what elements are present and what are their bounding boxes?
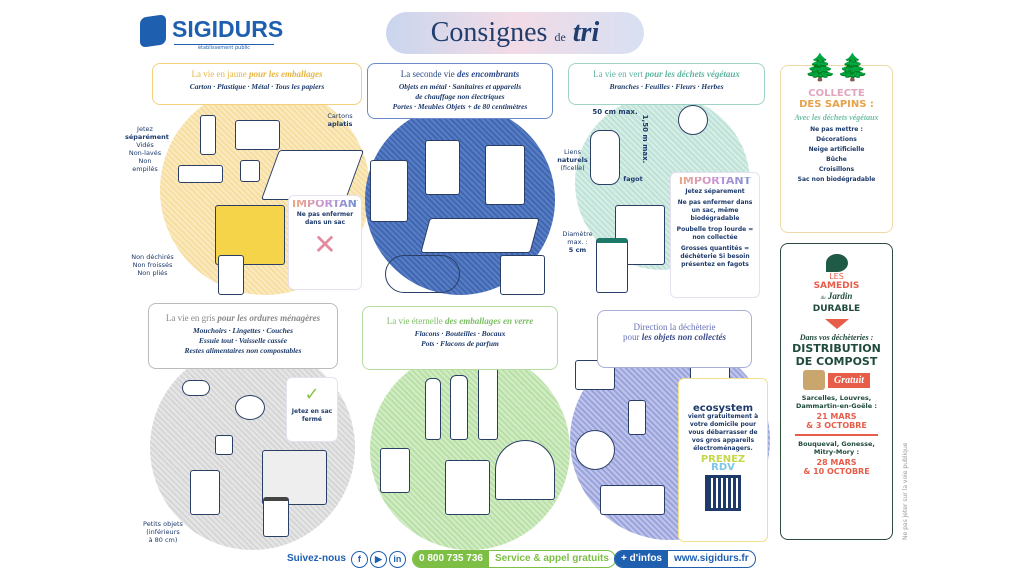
bottle1-illustration [425,378,441,440]
pallet-illustration [600,485,665,515]
header-decheterie: Direction la déchèterie pour les objets … [597,310,752,368]
green-bin-illustration [596,238,628,293]
ecosystem-box: ecosystem vient gratuitement à votre dom… [678,378,768,542]
car-seat-illustration [425,140,460,195]
jardin-durable-box: LES SAMEDIS du Jardin DURABLE Dans vos d… [780,243,893,540]
can-illustration [240,160,260,182]
bird-leaf-icon [825,254,848,272]
composter-illustration [615,205,665,265]
dimension-height: 1,50 m max. [641,114,649,164]
fagot-illustration [590,130,620,185]
egg-box-illustration [178,165,223,183]
bottle2-illustration [450,375,468,440]
grey-bin-illustration [263,497,289,537]
linkedin-icon[interactable]: in [388,550,406,568]
igloo-illustration [495,440,555,500]
fagot-label: fagot [623,175,643,183]
plate-illustration [235,395,265,420]
social-links: Suivez-nous f ▶ in [287,550,406,568]
phone-pill[interactable]: 0 800 735 736 Service & appel gratuits [412,550,616,568]
youtube-icon[interactable]: ▶ [369,550,387,568]
bag-box: ✓ Jetez en sac fermé [286,377,338,442]
dimension-width: 50 cm max. [592,108,638,116]
bottle3-illustration [478,362,498,440]
page-title: Consignes de tri [386,12,644,54]
bottle-illustration [200,115,216,155]
logo-mark-icon [140,14,166,48]
compost-bag-icon [802,370,825,390]
no-bag-icon: ✕ [313,228,337,261]
tire-illustration [575,430,615,470]
header-vegetaux: La vie en vert pour les déchets végétaux… [568,63,765,105]
header-ordures: La vie en gris pour les ordures ménagère… [148,303,338,369]
mattress-illustration [420,218,540,253]
bicycle-illustration [385,255,460,293]
jar-illustration [380,448,410,493]
bucket-illustration [215,435,233,455]
armchair-illustration [500,255,545,295]
bin-illustration [218,255,244,295]
logo-subtitle: établissement public [174,44,274,51]
binder-illustration [190,470,220,515]
arrow-down-icon [824,319,849,329]
paint-illustration [628,400,646,435]
sigidurs-logo: SIGIDURS établissement public [140,14,284,54]
qr-code[interactable] [705,475,741,511]
toilet-illustration [370,160,408,222]
cardboard-illustration [260,150,365,200]
container-grey-illustration [262,450,327,505]
collecte-sapins-box: 🌲🌲 COLLECTE DES SAPINS : Avec les déchet… [780,53,893,233]
header-encombrants: La seconde vie des encombrants Objets en… [367,63,553,119]
flower-illustration [678,105,708,135]
chair-illustration [485,145,525,205]
facebook-icon[interactable]: f [350,550,368,568]
side-note: Ne pas jeter sur la voie publique [902,442,909,540]
bread-illustration [182,380,210,396]
header-verre: La vie éternelle des emballages en verre… [362,306,558,370]
check-icon: ✓ [304,384,320,405]
tree-icon: 🌲🌲 [804,53,869,83]
website-pill[interactable]: + d'infos www.sigidurs.fr [614,550,756,568]
logo-text: SIGIDURS [172,16,284,42]
header-emballages: La vie en jaune pour les emballages Cart… [152,63,362,105]
glass-container-illustration [445,460,490,515]
box-illustration [235,120,280,150]
